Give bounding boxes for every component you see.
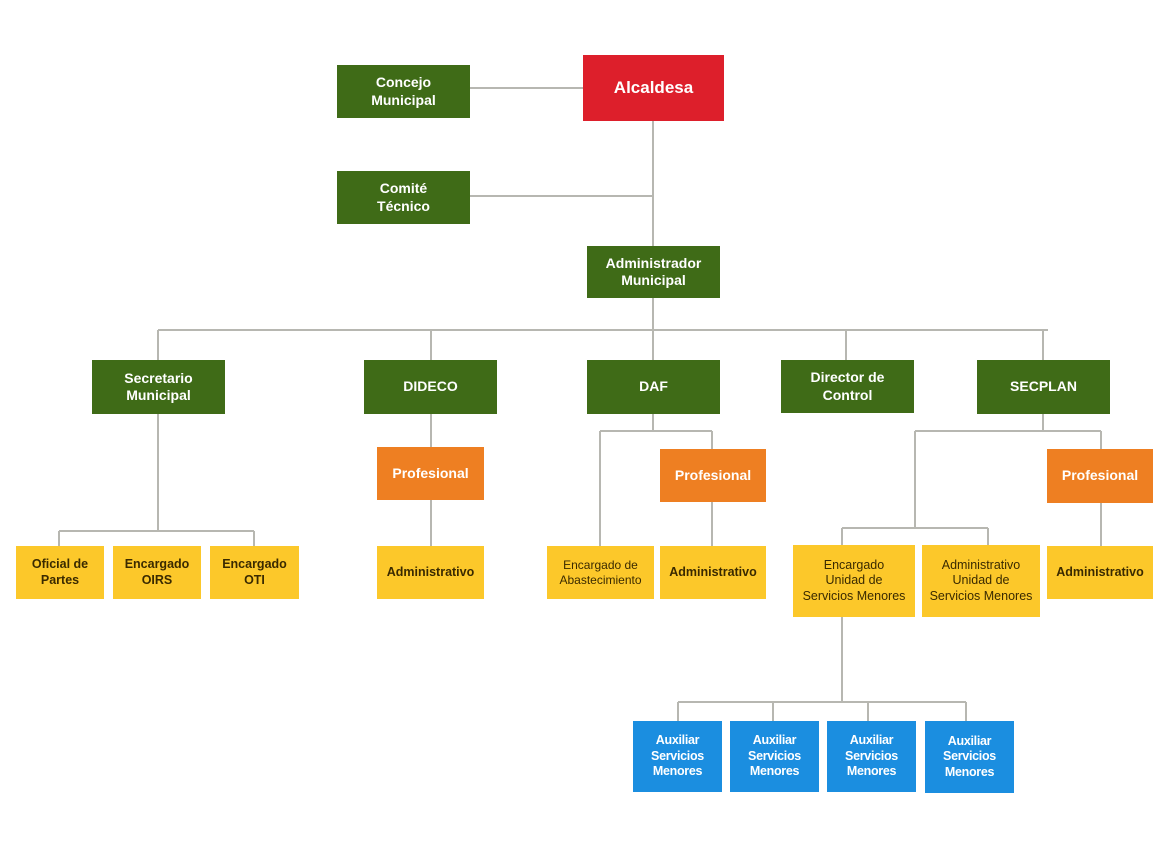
node-auxiliar-servicios-menores-3: Auxiliar Servicios Menores xyxy=(827,721,916,792)
node-label: DIDECO xyxy=(403,378,458,395)
node-label: Encargado de Abastecimiento xyxy=(559,557,642,587)
node-encargado-oti: Encargado OTI xyxy=(210,546,299,599)
node-oficial-partes: Oficial de Partes xyxy=(16,546,104,599)
node-daf: DAF xyxy=(587,360,720,414)
node-dideco-profesional: Profesional xyxy=(377,447,484,500)
node-label: Concejo Municipal xyxy=(371,74,436,108)
node-label: Administrativo Unidad de Servicios Menor… xyxy=(929,557,1033,603)
node-label: Administrativo xyxy=(386,564,475,579)
node-label: Oficial de Partes xyxy=(31,556,89,587)
node-label: Administrativo xyxy=(669,564,757,579)
node-label: Profesional xyxy=(674,466,752,483)
node-dideco: DIDECO xyxy=(364,360,497,414)
node-label: Profesional xyxy=(392,464,469,481)
node-label: Secretario Municipal xyxy=(124,369,193,404)
node-auxiliar-servicios-menores-4: Auxiliar Servicios Menores xyxy=(925,721,1014,793)
node-label: DAF xyxy=(639,378,668,395)
node-encargado-unidad-servicios-menores: Encargado Unidad de Servicios Menores xyxy=(793,545,915,617)
node-comite-tecnico: Comité Técnico xyxy=(337,171,470,224)
node-secplan-administrativo: Administrativo xyxy=(1047,546,1153,599)
node-secretario-municipal: Secretario Municipal xyxy=(92,360,225,414)
node-dideco-administrativo: Administrativo xyxy=(377,546,484,599)
node-label: Director de Control xyxy=(810,369,885,403)
node-secplan: SECPLAN xyxy=(977,360,1110,414)
node-administrativo-unidad-servicios-menores: Administrativo Unidad de Servicios Menor… xyxy=(922,545,1040,617)
node-label: Auxiliar Servicios Menores xyxy=(651,733,704,779)
node-label: Comité Técnico xyxy=(377,180,430,214)
node-label: Profesional xyxy=(1061,467,1139,484)
node-concejo-municipal: Concejo Municipal xyxy=(337,65,470,118)
node-alcaldesa: Alcaldesa xyxy=(583,55,724,121)
node-label: Encargado Unidad de Servicios Menores xyxy=(802,557,906,603)
node-encargado-oirs: Encargado OIRS xyxy=(113,546,201,599)
node-auxiliar-servicios-menores-2: Auxiliar Servicios Menores xyxy=(730,721,819,792)
node-label: Alcaldesa xyxy=(613,78,694,98)
node-label: Auxiliar Servicios Menores xyxy=(748,733,801,779)
node-label: Encargado OIRS xyxy=(124,556,190,587)
node-secplan-profesional: Profesional xyxy=(1047,449,1153,503)
node-label: Administrador Municipal xyxy=(605,254,702,289)
node-director-control: Director de Control xyxy=(781,360,914,413)
node-daf-profesional: Profesional xyxy=(660,449,766,502)
node-label: Auxiliar Servicios Menores xyxy=(943,733,996,779)
node-label: Administrativo xyxy=(1056,564,1144,579)
node-label: SECPLAN xyxy=(1010,378,1077,395)
node-label: Encargado OTI xyxy=(222,556,287,587)
node-administrador-municipal: Administrador Municipal xyxy=(587,246,720,298)
node-label: Auxiliar Servicios Menores xyxy=(845,733,898,779)
node-encargado-abastecimiento: Encargado de Abastecimiento xyxy=(547,546,654,599)
node-daf-administrativo: Administrativo xyxy=(660,546,766,599)
node-auxiliar-servicios-menores-1: Auxiliar Servicios Menores xyxy=(633,721,722,792)
